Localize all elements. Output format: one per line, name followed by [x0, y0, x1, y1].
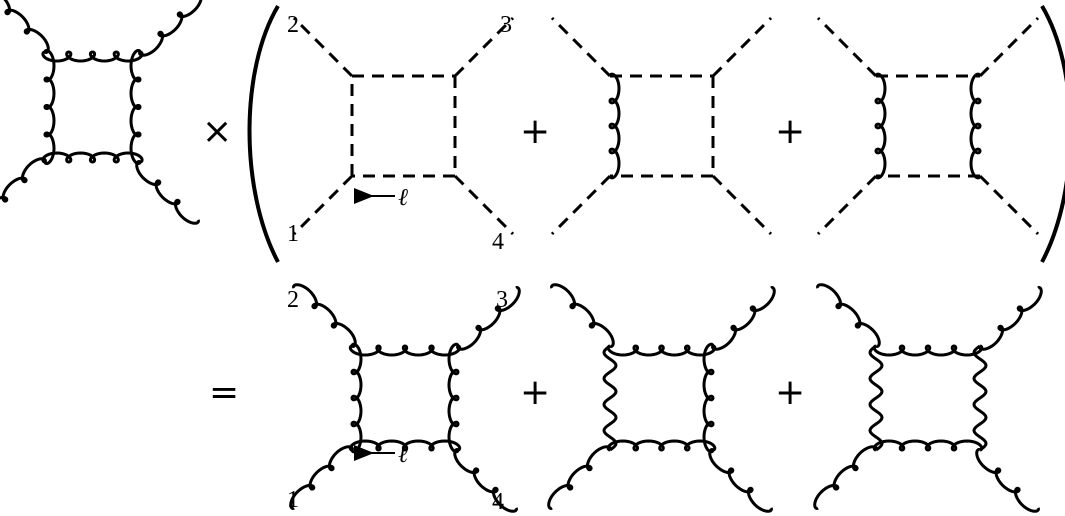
leg-1	[292, 174, 354, 236]
gluon-box-two-photon-sides-diagram	[813, 283, 1043, 513]
box-right-edge	[702, 342, 715, 454]
plus-operator-top-1: +	[520, 111, 551, 152]
box-left-edge	[608, 72, 621, 180]
box-left-edge	[874, 72, 887, 180]
box-left-edge	[43, 48, 56, 166]
leg-2	[816, 16, 878, 78]
loop-momentum-label-bottom: ℓ	[398, 440, 408, 468]
right-parenthesis	[1040, 4, 1065, 263]
leg-4	[711, 174, 773, 236]
leg-label-2-top: 2	[287, 12, 299, 38]
gluon-box-one-photon-side-diagram	[547, 283, 776, 513]
box-top-edge	[606, 344, 717, 357]
box-left-edge	[602, 344, 618, 452]
leg-3	[453, 16, 515, 78]
leg-4	[453, 448, 518, 513]
leg-label-4-top: 4	[492, 229, 504, 255]
times-operator: ×	[202, 111, 233, 152]
gluon-box-result-diagram	[289, 283, 521, 513]
box-right-edge	[129, 48, 142, 166]
leg-1	[813, 445, 878, 510]
box-bottom-edge	[872, 439, 984, 452]
box-right-edge	[447, 342, 460, 454]
plus-operator-bottom-1: +	[520, 372, 551, 413]
leg-4	[453, 174, 515, 236]
leg-label-3-top: 3	[500, 12, 512, 38]
loop-momentum-label-top: ℓ	[398, 183, 408, 211]
leg-1	[816, 174, 878, 236]
leg-4	[978, 174, 1040, 236]
box-left-edge	[868, 344, 884, 452]
leg-2	[550, 283, 615, 348]
box-top-edge	[872, 344, 984, 357]
leg-3	[711, 16, 773, 78]
leg-2	[292, 16, 354, 78]
leg-4	[135, 160, 200, 225]
leg-3	[138, 0, 203, 57]
leg-1	[547, 445, 612, 510]
leg-label-3-bottom: 3	[496, 287, 508, 313]
plus-operator-top-2: +	[775, 111, 806, 152]
box-bottom-edge	[606, 439, 717, 452]
box-left-edge	[350, 342, 363, 454]
leg-label-1-top: 1	[287, 221, 299, 247]
left-parenthesis	[247, 4, 280, 263]
gluon-box-diagram	[0, 0, 203, 225]
box-top-edge	[348, 344, 462, 357]
leg-1	[550, 174, 612, 236]
leg-3	[456, 286, 521, 351]
leg-1	[289, 445, 354, 510]
leg-2	[816, 283, 881, 348]
leg-3	[711, 286, 776, 351]
leg-1	[0, 157, 47, 203]
box-bottom-edge	[348, 439, 462, 452]
box-right-edge	[969, 72, 982, 180]
box-top-edge	[41, 50, 144, 63]
leg-4	[708, 448, 773, 513]
plus-operator-bottom-2: +	[775, 372, 806, 413]
leg-4	[975, 448, 1040, 513]
scalar-box-one-gluon-side-diagram	[550, 16, 773, 236]
leg-2	[3, 0, 50, 54]
leg-2	[550, 16, 612, 78]
leg-3	[978, 16, 1040, 78]
leg-label-2-bottom: 2	[287, 287, 299, 313]
box-right-edge	[972, 344, 988, 452]
scalar-box-diagram	[292, 16, 515, 236]
leg-label-1-bottom: 1	[287, 487, 299, 513]
box-bottom-edge	[41, 151, 144, 164]
scalar-box-two-gluon-sides-diagram	[816, 16, 1040, 236]
equals-operator: =	[209, 372, 240, 413]
leg-label-4-bottom: 4	[492, 489, 504, 515]
leg-3	[978, 286, 1043, 351]
leg-2	[292, 283, 357, 348]
